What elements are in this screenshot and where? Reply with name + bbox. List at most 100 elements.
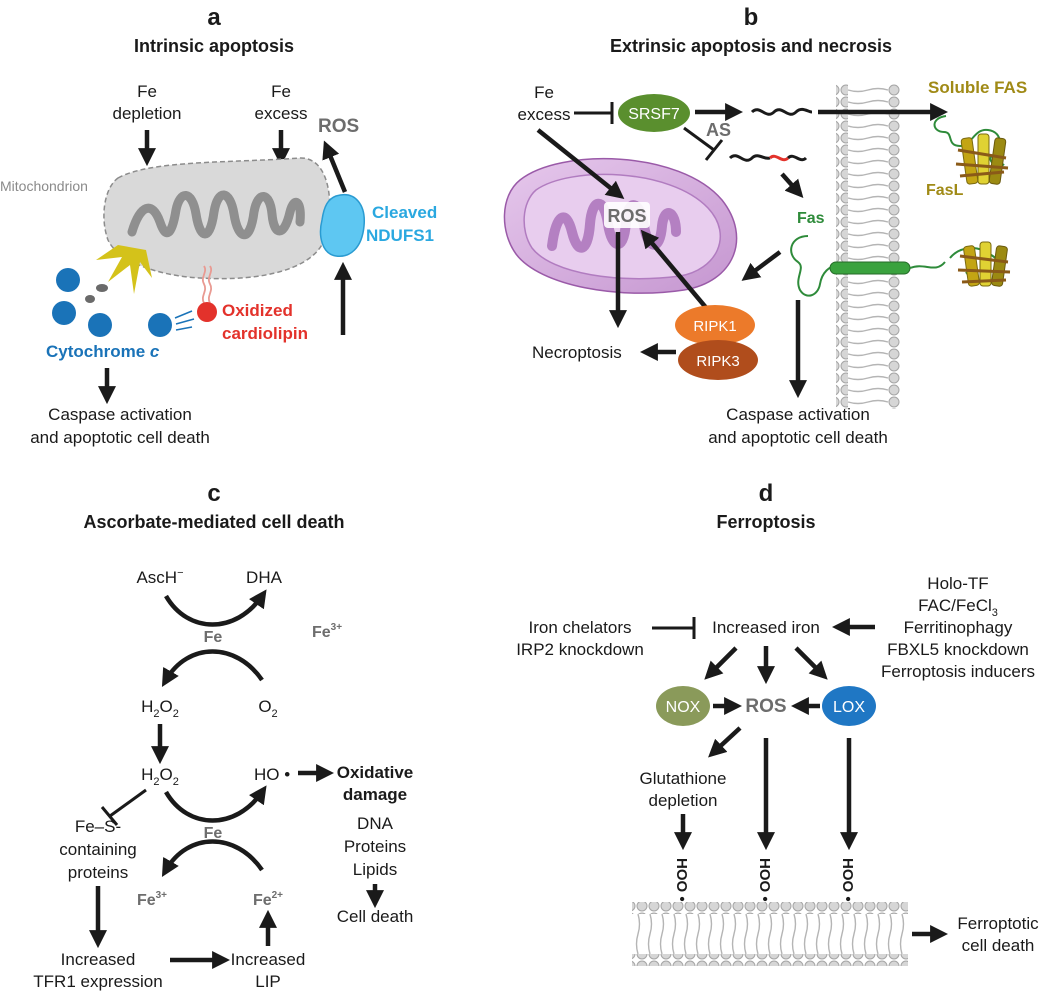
cleaved-ndufs1-shape	[319, 193, 365, 257]
fas-to-ripk1-arrow	[741, 250, 782, 281]
membrane-horizontal-heads-top	[632, 902, 908, 914]
fe-excess-to-ros-arrow	[536, 128, 625, 200]
membrane-horizontal	[632, 902, 908, 966]
panel-b-outcome-1: Caspase activation	[726, 405, 870, 424]
ho-text: HO	[254, 765, 280, 784]
mrna-fas	[728, 154, 771, 162]
ripk3-node	[678, 340, 758, 380]
panel-d-title: Ferroptosis	[716, 512, 815, 532]
o2-to-h2o2-arc	[161, 649, 264, 688]
cardiolipin-tail-1	[201, 265, 207, 304]
srsf7-node	[618, 94, 690, 132]
nox-label: NOX	[666, 699, 701, 716]
fe3-c1-sup: 3+	[331, 622, 343, 633]
fasl-bottom-bar-2	[979, 241, 992, 287]
cyto-motion-1	[174, 310, 193, 319]
lipid-tail	[847, 351, 889, 357]
ros-to-glutathione-arrow	[708, 726, 742, 758]
cleaved-ndufs1-label-2: NDUFS1	[366, 226, 434, 245]
lipid-tail	[743, 913, 749, 955]
fe3-label-c2: Fe3+	[137, 890, 167, 909]
panel-d: d Ferroptosis Holo-TF FAC/FeCl3 Ferritin…	[516, 480, 1039, 966]
release-burst	[96, 245, 152, 294]
lipid-tail	[847, 135, 889, 141]
lipid-tail	[803, 913, 809, 955]
membrane-horizontal-tails	[635, 913, 905, 955]
lipid-tail	[731, 913, 737, 955]
hoo-label-2: HOO •	[756, 858, 773, 902]
panel-a-outcome-1: Caspase activation	[48, 405, 192, 424]
increased-iron-label: Increased iron	[712, 618, 820, 637]
hoo-label-3: HOO •	[839, 858, 856, 902]
damage-proteins: Proteins	[344, 837, 406, 856]
srsf7-label: SRSF7	[628, 106, 680, 123]
h2o2-to-ho-arc	[164, 785, 267, 823]
lox-node	[822, 686, 876, 726]
glutathione-label-2: depletion	[648, 791, 717, 810]
asch-label: AscH−	[136, 567, 183, 587]
fe-label-c2: Fe	[204, 825, 223, 842]
h2o2-2-sub-b: 2	[173, 776, 179, 788]
fasl-top-bar-3	[988, 137, 1007, 185]
cyto-grey-dot-1	[96, 284, 108, 292]
lipid-tail	[767, 913, 773, 955]
hoo-2-text: HOO	[756, 858, 773, 893]
o2-label: O2	[258, 697, 277, 720]
fe-label-c1: Fe	[204, 629, 223, 646]
lipid-tail	[847, 207, 889, 213]
ros-label-a: ROS	[318, 116, 359, 137]
tfr1-label-2: TFR1 expression	[33, 972, 162, 991]
necroptosis-label: Necroptosis	[532, 343, 622, 362]
lip-label-1: Increased	[231, 950, 306, 969]
h2o2-1-sub-b: 2	[173, 708, 179, 720]
fe3-c1-main: Fe	[312, 624, 331, 641]
lipid-tail	[683, 913, 689, 955]
lipid-tail	[779, 913, 785, 955]
asch-sup: −	[177, 567, 183, 579]
inducer-ferroptosis: Ferroptosis inducers	[881, 662, 1035, 681]
iron-to-lox-arrow	[794, 646, 828, 680]
cyto-dot-3	[88, 313, 112, 337]
lipid-tail	[815, 913, 821, 955]
srsf7-inhibits-as	[683, 126, 715, 152]
oxidized-cardiolipin-label-2: cardiolipin	[222, 324, 308, 343]
fe-depletion-label-2: depletion	[112, 104, 181, 123]
glutathione-label-1: Glutathione	[640, 769, 727, 788]
lipid-tail	[887, 913, 893, 955]
inducer-fac-text: FAC/FeCl	[918, 596, 992, 615]
fe3-c2-sup: 3+	[156, 890, 168, 901]
mrna-fas-exon	[768, 154, 790, 162]
membrane-vertical-tails	[847, 87, 889, 405]
h2o2-2-sub-a: 2	[153, 776, 159, 788]
fe2-label-c2: Fe2+	[253, 890, 283, 909]
asch-text: AscH	[136, 568, 177, 587]
membrane-vertical-heads-left	[836, 84, 848, 409]
mrna-fas-tail	[786, 154, 808, 162]
lipid-tail	[695, 913, 701, 955]
ho-label: HO •	[254, 765, 290, 784]
cytochrome-word: Cytochrome	[46, 342, 145, 361]
b-fe-excess-label-1: Fe	[534, 83, 554, 102]
h2o2-inhibits-fes	[109, 788, 147, 818]
lipid-tail	[847, 195, 889, 201]
o2-sub: 2	[272, 708, 278, 720]
lipid-tail	[847, 183, 889, 189]
h2o2-inhibits-fes-bar	[100, 806, 119, 826]
hoo-label-1: HOO •	[673, 858, 690, 902]
mitochondrion-label: Mitochondrion	[0, 178, 88, 194]
lipid-tail	[647, 913, 653, 955]
membrane-vertical	[836, 84, 900, 409]
cyto-dot-1	[56, 268, 80, 292]
lipid-tail	[899, 913, 905, 955]
ferroptotic-label-1: Ferroptotic	[957, 914, 1039, 933]
soluble-fas-label: Soluble FAS	[928, 78, 1027, 97]
ros-label-d: ROS	[745, 696, 786, 717]
lipid-tail	[847, 387, 889, 393]
panel-c-letter: c	[207, 480, 220, 507]
lipid-tail	[847, 291, 889, 297]
lipid-tail	[847, 123, 889, 129]
ferroptotic-label-2: cell death	[962, 936, 1035, 955]
damage-dna: DNA	[357, 814, 394, 833]
cyto-dot-4	[148, 313, 172, 337]
